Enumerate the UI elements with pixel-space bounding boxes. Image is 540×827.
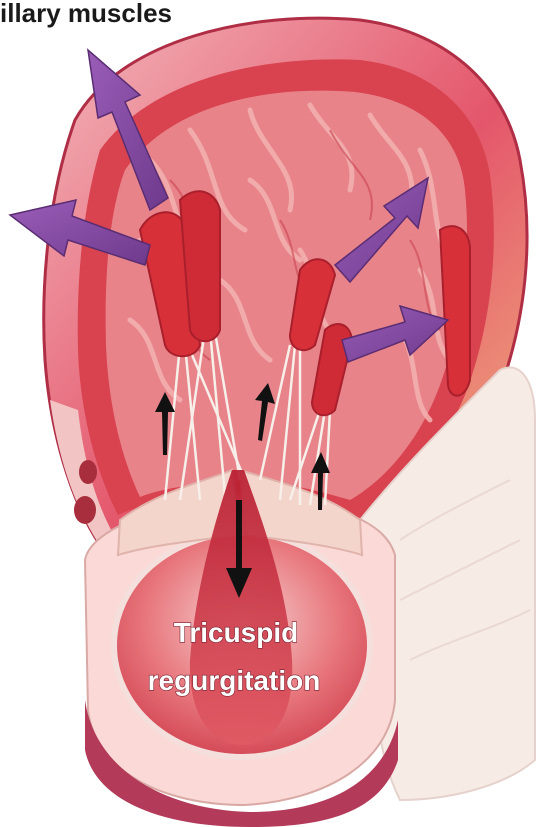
coronary-opening xyxy=(79,460,97,484)
papillary-muscles-label: illary muscles xyxy=(0,0,172,28)
coronary-opening xyxy=(74,496,96,524)
regurgitation-label: regurgitation xyxy=(148,665,321,696)
tricuspid-label: Tricuspid xyxy=(174,617,298,648)
